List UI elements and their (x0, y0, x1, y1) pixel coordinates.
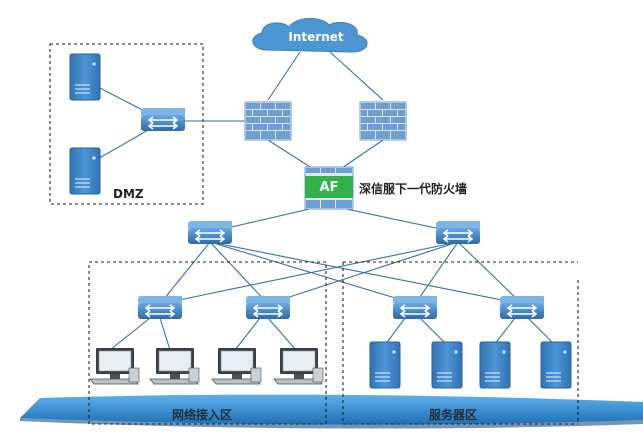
server-icon (369, 341, 401, 389)
af-label: AF (319, 180, 339, 195)
access-zone-border (88, 261, 327, 425)
firewall-icon (359, 101, 407, 141)
firewall-icon (244, 101, 292, 141)
switch-icon (435, 220, 481, 245)
switch-icon (499, 295, 545, 320)
cloud-icon (252, 18, 368, 53)
access-zone-label: 网络接入区 (172, 408, 233, 422)
workstation-icon (149, 347, 200, 385)
switch-icon (392, 295, 438, 320)
server-icon (69, 53, 101, 101)
internet-label: Internet (288, 30, 344, 44)
server-icon (540, 341, 572, 389)
server-zone-label: 服务器区 (429, 408, 478, 422)
server-icon (431, 341, 463, 389)
dmz-label: DMZ (113, 187, 144, 201)
connection-lines (95, 51, 556, 351)
switch-icon (187, 220, 233, 245)
workstation-icon (273, 347, 324, 385)
workstation-icon (211, 347, 262, 385)
firewall-name-label: 深信服下一代防火墙 (359, 182, 468, 196)
switch-icon (140, 107, 186, 132)
switch-icon (137, 295, 183, 320)
server-icon (69, 147, 101, 195)
af-firewall-icon (304, 166, 354, 210)
switch-icon (245, 295, 291, 320)
server-zone-border (342, 261, 579, 425)
workstation-icon (89, 347, 140, 385)
ground-band (20, 394, 643, 429)
dmz-zone-border (49, 43, 204, 205)
server-icon (479, 341, 511, 389)
